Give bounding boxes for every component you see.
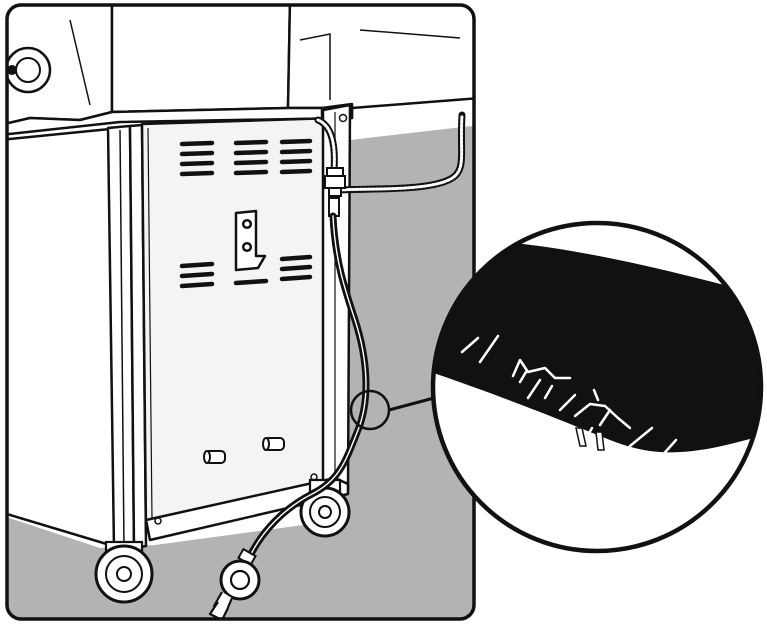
cart-door-panel bbox=[140, 116, 337, 534]
hose-cracks bbox=[460, 334, 702, 472]
hose-fittings bbox=[324, 167, 346, 217]
gas-regulator-icon bbox=[208, 547, 261, 619]
cart-side-panel bbox=[7, 126, 122, 550]
magnifier-callout-icon bbox=[430, 220, 764, 554]
tank-bracket bbox=[234, 209, 267, 272]
floor-area bbox=[7, 125, 474, 619]
control-knob-icon bbox=[7, 46, 52, 94]
vent-slots bbox=[179, 138, 313, 289]
callout-leader bbox=[388, 396, 435, 412]
door-knobs bbox=[203, 437, 285, 464]
caster-wheel-icon bbox=[94, 540, 154, 604]
hose-closeup bbox=[433, 239, 761, 453]
cook-box bbox=[7, 5, 474, 127]
